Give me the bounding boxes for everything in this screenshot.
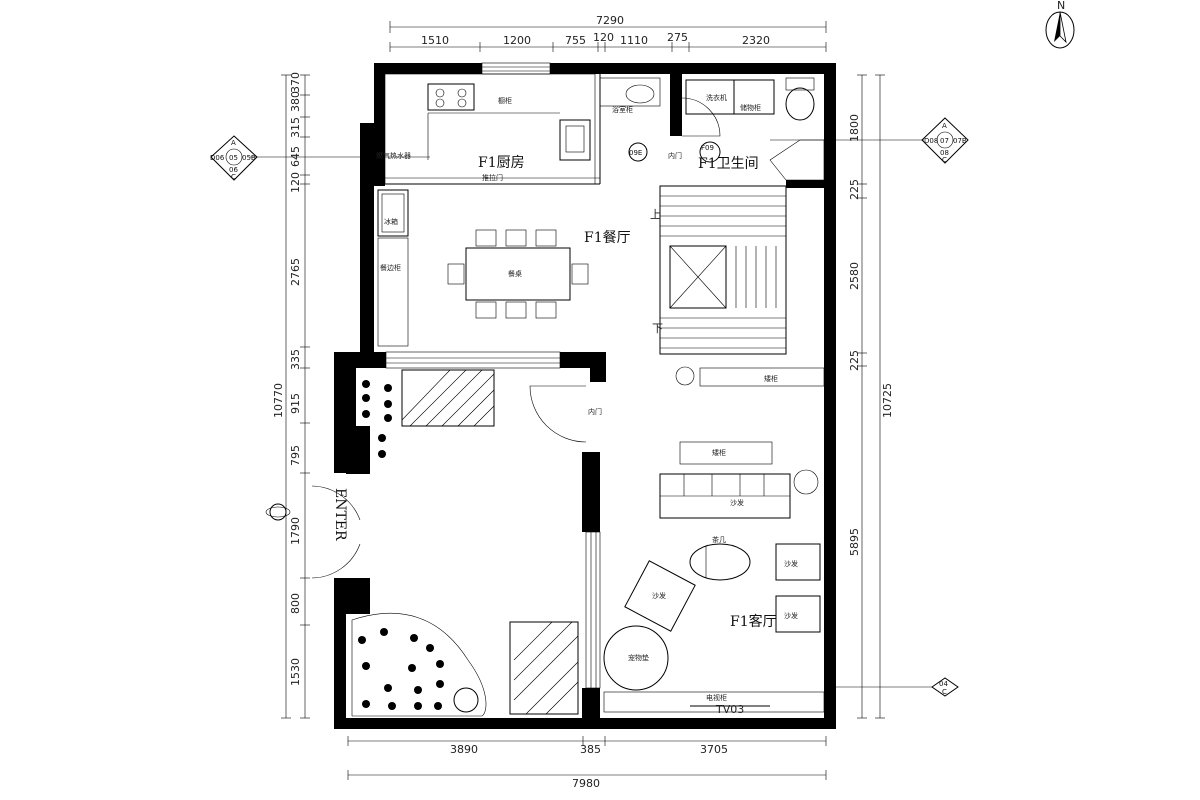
label-armchair: 沙发 bbox=[652, 591, 666, 600]
dining: 冰箱 餐边柜 餐桌 F1餐厅 bbox=[377, 189, 631, 347]
dim-top-6: 275 bbox=[667, 31, 688, 44]
label-pet-mat: 宠物垫 bbox=[628, 653, 649, 662]
mark-left-c: C bbox=[231, 173, 236, 181]
room-entry: ENTER bbox=[332, 488, 348, 541]
room-living: F1客厅 bbox=[730, 613, 777, 630]
dim-left-8: 915 bbox=[289, 393, 302, 414]
label-washer: 洗衣机 bbox=[706, 93, 727, 102]
dim-bottom-1: 3890 bbox=[450, 743, 478, 756]
mark-left-center: 05 bbox=[229, 154, 238, 162]
dim-left-11: 800 bbox=[289, 593, 302, 614]
dim-right-5: 5895 bbox=[848, 528, 861, 556]
dim-left-10: 1790 bbox=[289, 517, 302, 545]
mark-right-top: A bbox=[942, 122, 947, 130]
label-dining-table: 餐桌 bbox=[508, 269, 522, 278]
dim-top-3: 755 bbox=[565, 34, 586, 47]
bathroom: 浴室柜 洗衣机 储物柜 内门 F1卫生间 bbox=[599, 77, 825, 181]
planters bbox=[358, 380, 444, 710]
mark-left-right: 05B bbox=[242, 154, 256, 162]
mark-right-bottom: 08 bbox=[940, 149, 949, 157]
top-dimensions: 7290 1510 1200 755 120 1110 275 2320 bbox=[389, 14, 827, 52]
right-dimensions: 1800 225 2580 225 5895 10725 bbox=[848, 74, 894, 719]
label-tv: TV03 bbox=[715, 703, 744, 716]
label-tv-cabinet: 电视柜 bbox=[706, 693, 727, 702]
left-dimensions: 370 380 315 645 120 2765 335 915 795 179… bbox=[272, 72, 310, 719]
label-sofa-main: 沙发 bbox=[730, 498, 744, 507]
room-dining: F1餐厅 bbox=[584, 230, 631, 246]
dim-left-3: 315 bbox=[289, 117, 302, 138]
dim-left-12: 1530 bbox=[289, 658, 302, 686]
dim-left-6: 2765 bbox=[289, 258, 302, 286]
dim-top-4: 120 bbox=[593, 31, 614, 44]
label-sliding-door: 推拉门 bbox=[482, 173, 503, 182]
section-marker-living: 04 C bbox=[832, 677, 959, 697]
mark-bath-right: F09 bbox=[701, 144, 714, 152]
dim-top-7: 2320 bbox=[742, 34, 770, 47]
dim-bottom-total: 7980 bbox=[572, 777, 600, 790]
dim-top-2: 1200 bbox=[503, 34, 531, 47]
label-stairs-down: 下 bbox=[652, 322, 663, 335]
label-inner-door-2: 内门 bbox=[588, 407, 602, 416]
mark-right-right: 07B bbox=[953, 137, 967, 145]
dim-bottom-3: 3705 bbox=[700, 743, 728, 756]
mark-left-bottom: 06 bbox=[229, 166, 238, 174]
section-marker-bath: 09E F09 bbox=[628, 141, 721, 163]
dim-left-5: 120 bbox=[289, 172, 302, 193]
walls bbox=[334, 63, 836, 729]
label-sideboard: 餐边柜 bbox=[380, 263, 401, 272]
mark-bath-left: 09E bbox=[629, 149, 642, 157]
mark-living-c: C bbox=[942, 688, 947, 696]
dim-top-1: 1510 bbox=[421, 34, 449, 47]
label-inner-door-1: 内门 bbox=[668, 151, 682, 160]
dim-bottom-2: 385 bbox=[580, 743, 601, 756]
room-kitchen: F1厨房 bbox=[478, 155, 525, 171]
dim-top-5: 1110 bbox=[620, 34, 648, 47]
dim-left-1: 370 bbox=[289, 72, 302, 93]
dim-right-total: 10725 bbox=[881, 383, 894, 418]
dim-right-2: 225 bbox=[848, 179, 861, 200]
label-sofa-side-1: 沙发 bbox=[784, 559, 798, 568]
bottom-dimensions: 3890 385 3705 7980 bbox=[347, 736, 827, 790]
label-stairs-up: 上 bbox=[650, 208, 661, 221]
label-water-heater: 燃气热水器 bbox=[376, 151, 411, 160]
label-low-cabinet-1: 矮柜 bbox=[764, 374, 778, 383]
garden-bed bbox=[351, 612, 487, 717]
mark-left-left: D06 bbox=[210, 154, 225, 162]
dim-right-1: 1800 bbox=[848, 114, 861, 142]
north-compass: N bbox=[1045, 0, 1075, 49]
mark-living: 04 bbox=[939, 680, 948, 688]
dim-left-total: 10770 bbox=[272, 383, 285, 418]
label-sofa-side-2: 沙发 bbox=[784, 611, 798, 620]
mark-right-left: D08 bbox=[924, 137, 938, 145]
dim-left-4: 645 bbox=[289, 146, 302, 167]
north-label: N bbox=[1057, 0, 1065, 12]
entry: 内门 ENTER bbox=[265, 369, 602, 579]
dim-right-4: 225 bbox=[848, 350, 861, 371]
label-low-cabinet-2: 矮柜 bbox=[712, 448, 726, 457]
section-marker-right: A 07 D08 07B 08 C bbox=[770, 117, 969, 164]
mark-right-c: C bbox=[942, 156, 947, 164]
dim-top-total: 7290 bbox=[596, 14, 624, 27]
person-icon bbox=[265, 503, 291, 521]
mark-right-center: 07 bbox=[940, 137, 949, 145]
dim-right-3: 2580 bbox=[848, 262, 861, 290]
living: 矮柜 沙发 茶几 沙发 沙发 沙发 宠物垫 电视柜 TV03 F1客厅 bbox=[509, 441, 825, 716]
label-coffee-table: 茶几 bbox=[712, 535, 726, 544]
kitchen: 橱柜 燃气热水器 推拉门 F1厨房 bbox=[374, 73, 601, 185]
dim-left-7: 335 bbox=[289, 349, 302, 370]
mark-left-top: A bbox=[231, 139, 236, 147]
section-marker-left: A 05 D06 05B 06 C bbox=[210, 135, 430, 181]
staircase: 上 下 矮柜 bbox=[650, 185, 825, 387]
dim-left-2: 380 bbox=[289, 91, 302, 112]
label-storage: 储物柜 bbox=[740, 103, 761, 112]
label-vanity: 浴室柜 bbox=[612, 105, 633, 114]
room-bathroom: F1卫生间 bbox=[698, 156, 759, 172]
label-cabinet: 橱柜 bbox=[498, 96, 512, 105]
dim-left-9: 795 bbox=[289, 445, 302, 466]
label-fridge: 冰箱 bbox=[384, 217, 398, 226]
